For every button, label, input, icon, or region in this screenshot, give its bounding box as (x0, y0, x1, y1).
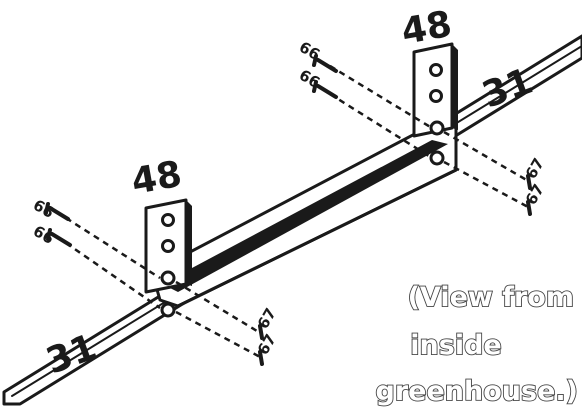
label-67-right-lower: 67 (522, 181, 548, 208)
nut-67-right-upper (526, 174, 532, 190)
label-66-left-upper: 66 (30, 196, 57, 222)
caption-line-3: greenhouse.) (376, 376, 578, 407)
alignment-lines (65, 64, 531, 360)
label-67-right-upper: 67 (522, 155, 548, 182)
bracket-48-right (412, 42, 458, 166)
label-67-left-lower: 67 (254, 331, 280, 358)
nut-67-left-upper (258, 324, 264, 340)
bolt-66-right-lower (312, 80, 338, 99)
connector-channel (150, 124, 458, 308)
nut-67-right-lower (526, 200, 532, 216)
caption-line-1: (View from (408, 282, 574, 313)
nut-67-left-lower (258, 350, 264, 366)
label-48-left: 48 (128, 154, 184, 203)
label-66-left-lower: 66 (30, 222, 57, 248)
bracket-48-left (144, 198, 192, 318)
bolt-66-right-upper (312, 54, 338, 73)
bolt-66-left-upper (44, 202, 70, 221)
bolt-66-left-lower (46, 228, 72, 247)
caption-line-2: inside (410, 330, 501, 361)
label-67-left-upper: 67 (254, 305, 280, 332)
label-48-right: 48 (398, 4, 454, 53)
